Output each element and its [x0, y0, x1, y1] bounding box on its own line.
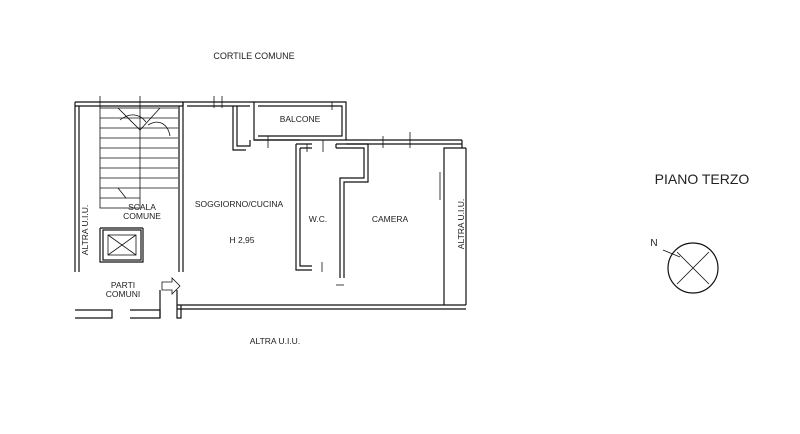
living-kitchen-label: SOGGIORNO/CUCINA: [195, 199, 284, 209]
openings: [99, 96, 467, 200]
north-compass-icon: [662, 242, 719, 294]
stair-label-line2: COMUNE: [123, 211, 161, 221]
common-parts-line2: COMUNI: [106, 289, 140, 299]
courtyard-label: CORTILE COMUNE: [213, 51, 294, 61]
entry-arrow-icon: [161, 277, 181, 295]
balcony-label: BALCONE: [280, 114, 321, 124]
stair-core: [99, 107, 178, 263]
outer-walls: [74, 101, 467, 319]
stair-label-line1: SCALA: [128, 202, 156, 212]
right-other-unit-label: ALTRA U.I.U.: [456, 199, 466, 249]
bedroom-label: CAMERA: [372, 214, 409, 224]
height-label: H 2,95: [229, 235, 254, 245]
common-parts-line1: PARTI: [111, 280, 135, 290]
wc-walls: [295, 143, 369, 286]
wc-label: W.C.: [309, 214, 327, 224]
left-other-unit-label: ALTRA U.I.U.: [80, 205, 90, 255]
floor-title: PIANO TERZO: [655, 171, 750, 187]
north-label: N: [650, 238, 657, 249]
bottom-other-unit-label: ALTRA U.I.U.: [250, 336, 300, 346]
